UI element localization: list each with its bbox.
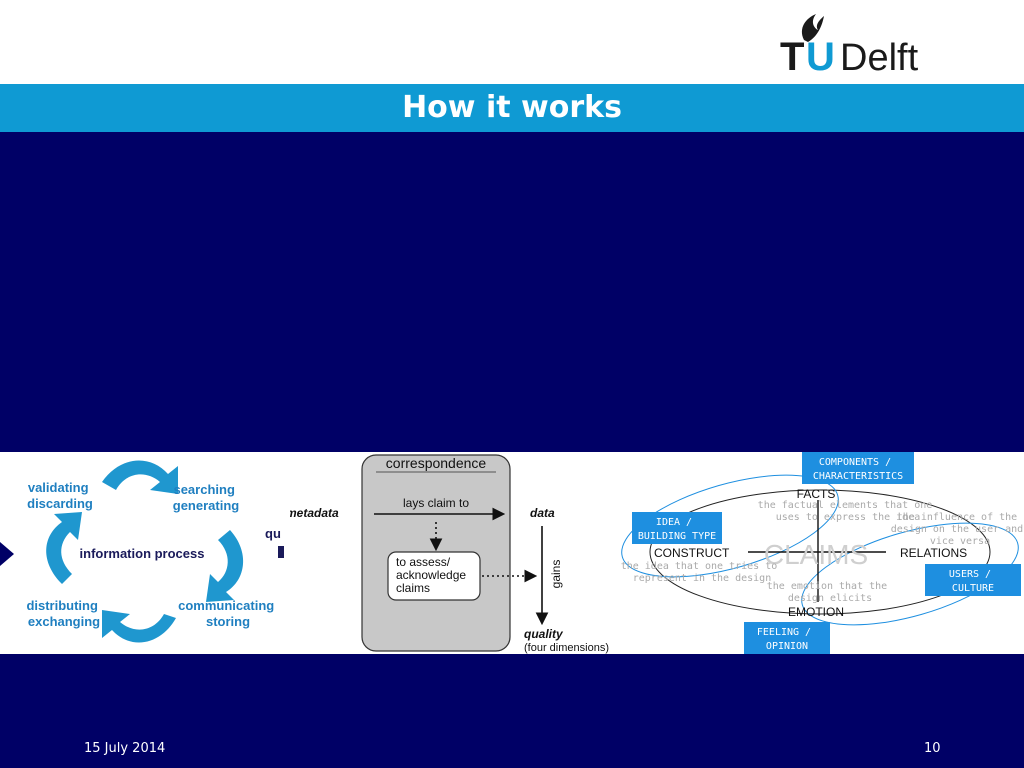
claims-diagram: CLAIMS the factual elements that one use…: [621, 452, 1024, 654]
users-line-1: USERS /: [949, 569, 991, 580]
relations-label: RELATIONS: [900, 546, 967, 560]
svg-text:COMPONENTS / CHARACTERISTI: COMPONENTS / CHARACTERISTICS: [813, 457, 903, 482]
blue-ellipse-right: [801, 522, 1019, 626]
svg-text:validating discarding: validating discarding: [27, 480, 93, 511]
svg-text:distributing exchanging: distributing exchanging: [26, 598, 101, 629]
left-edge-arrow-icon: [0, 542, 14, 566]
label-storing: storing: [206, 614, 250, 629]
title-bar: [0, 84, 1024, 132]
components-line-1: COMPONENTS /: [819, 457, 891, 468]
svg-text:IDEA / BUILDING TYPE: IDEA / BUILDING TYPE: [638, 517, 716, 542]
users-line-2: CULTURE: [952, 583, 994, 594]
construct-label: CONSTRUCT: [654, 546, 730, 560]
note-emotion-2: design elicits: [788, 593, 872, 604]
quality-sub-label: (four dimensions): [524, 642, 609, 654]
feeling-box: [744, 622, 830, 654]
idea-line-1: IDEA /: [656, 517, 692, 528]
label-discarding: discarding: [27, 496, 93, 511]
note-construct-2: represent in the design: [633, 573, 771, 584]
svg-text:searching generating: searching generating: [173, 482, 240, 513]
footer-date: 15 July 2014: [84, 741, 166, 756]
correspondence-diagram: correspondence metadata lays claim to to…: [290, 454, 609, 654]
svg-text:FEELING / OPINION: FEELING / OPINION: [757, 627, 817, 652]
logo-u: U: [806, 35, 835, 76]
assess-box: [387, 551, 481, 601]
logo-t: T: [780, 35, 804, 76]
note-emotion-1: the emotion that the: [767, 581, 887, 592]
metadata-label: metadata: [290, 506, 339, 520]
components-line-2: CHARACTERISTICS: [813, 471, 903, 482]
cycle-arrow-right: [206, 530, 244, 602]
cut-label: qu: [265, 526, 281, 541]
flame-icon: [801, 14, 824, 42]
claims-watermark: CLAIMS: [764, 539, 868, 570]
idea-box: [632, 512, 722, 544]
quality-label: quality: [524, 627, 564, 641]
note-facts-1: the factual elements that one: [758, 500, 933, 511]
data-label: data: [530, 506, 555, 520]
assess-line-1: to assess/: [396, 555, 451, 569]
label-validating: validating: [28, 480, 89, 495]
cycle-arrow-left: [46, 512, 82, 584]
label-communicating: communicating: [178, 598, 274, 613]
header-bar: [0, 0, 1024, 84]
correspondence-title: correspondence: [386, 455, 487, 471]
gains-label: gains: [549, 560, 563, 589]
svg-text:communicating storing: communicating storing: [178, 598, 278, 629]
cycle-arrow-bottom: [102, 610, 176, 643]
emotion-label: EMOTION: [788, 605, 844, 619]
note-relations-2: design on the user and: [891, 524, 1023, 535]
slide-title: How it works: [402, 90, 622, 125]
feeling-line-2: OPINION: [766, 641, 808, 652]
svg-text:to assess/ acknowledge: to assess/ acknowledge claims: [396, 555, 469, 595]
svg-text:the influence of the desig: the influence of the design on the user …: [891, 512, 1024, 547]
svg-text:the idea that one tries to: the idea that one tries to represent in …: [621, 561, 784, 584]
main-ellipse: [649, 489, 991, 615]
lays-claim-label: lays claim to: [403, 496, 469, 510]
users-box: [925, 564, 1021, 596]
note-relations-3: vice versa: [930, 536, 990, 547]
tudelft-logo: T U Delft: [780, 14, 919, 76]
label-distributing: distributing: [26, 598, 98, 613]
cycle-center-label: information process: [80, 546, 205, 561]
page-number: 10: [924, 741, 941, 756]
note-facts-2: uses to express the idea: [776, 512, 921, 523]
svg-text:the emotion that the desig: the emotion that the design elicits: [767, 581, 893, 604]
cycle-arrow-top: [102, 460, 178, 494]
label-generating: generating: [173, 498, 240, 513]
label-searching: searching: [173, 482, 234, 497]
label-exchanging: exchanging: [28, 614, 100, 629]
information-process-cycle: information process validating discardin…: [0, 460, 284, 643]
logo-delft: Delft: [840, 37, 919, 76]
feeling-line-1: FEELING /: [757, 627, 811, 638]
cut-marker: [278, 546, 284, 558]
assess-line-3: claims: [396, 581, 430, 595]
components-box: [802, 452, 914, 484]
svg-text:USERS / CULTURE: USERS / CULTURE: [949, 569, 997, 594]
assess-line-2: acknowledge: [396, 568, 466, 582]
facts-label: FACTS: [797, 487, 836, 501]
note-relations-1: the influence of the: [897, 512, 1017, 523]
blue-ellipse-left: [621, 474, 839, 578]
svg-text:the factual elements that one: the factual elements that one uses to ex…: [758, 500, 939, 523]
idea-line-2: BUILDING TYPE: [638, 531, 716, 542]
note-construct-1: the idea that one tries to: [621, 561, 778, 572]
